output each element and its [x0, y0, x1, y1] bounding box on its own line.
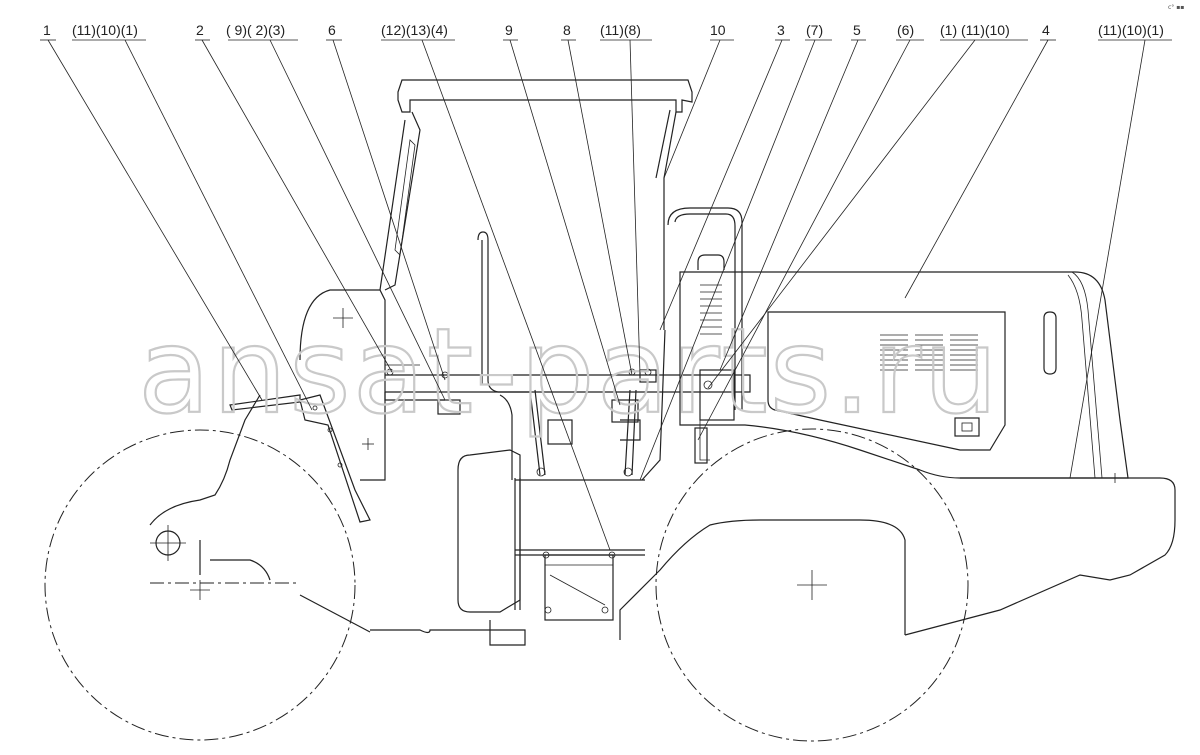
engine-hood [679, 271, 1129, 479]
callout-label: 5 [853, 22, 861, 38]
callout-label: (1) (11)(10) [940, 22, 1010, 38]
callout-label: (7) [806, 22, 823, 38]
callout-label: 4 [1042, 22, 1050, 38]
callout-label: 10 [710, 22, 726, 38]
rear-wheel [44, 429, 356, 741]
callout-label: 3 [777, 22, 785, 38]
callout-label: (11)(10)(1) [1098, 22, 1164, 38]
callout-label: 2 [196, 22, 204, 38]
callout-label: 6 [328, 22, 336, 38]
callout-label: 1 [43, 22, 51, 38]
callout-label: (6) [897, 22, 914, 38]
battery-frame [514, 478, 645, 610]
watermark: ansat-parts.ru [138, 302, 1000, 440]
rear-fender [299, 289, 386, 481]
callout-labels: 1 (11)(10)(1) 2 ( 9)( 2)(3) 6 (12)(13)(4… [43, 22, 1164, 38]
leader-lines [40, 39, 1172, 551]
cab-roof [397, 79, 693, 113]
callout-label: ( 9)( 2)(3) [226, 22, 285, 38]
callout-label: (12)(13)(4) [381, 22, 448, 38]
front-wheel [655, 428, 969, 742]
corner-mark: c° ▪▪ [1168, 4, 1184, 11]
callout-label: (11)(10)(1) [72, 22, 138, 38]
battery-box [544, 554, 614, 621]
callout-label: 8 [563, 22, 571, 38]
callout-label: (11)(8) [600, 22, 641, 38]
tractor-drawing [44, 79, 1176, 742]
callout-label: 9 [505, 22, 513, 38]
